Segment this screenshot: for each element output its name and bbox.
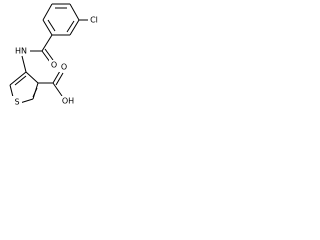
acid-oxygen-label: O: [61, 63, 67, 72]
ring-double-bond: [14, 75, 27, 86]
ring-double-bond: [47, 19, 56, 32]
chemical-structure-diagram: Cl O HN S O OH: [9, 3, 100, 107]
sulfur-label: S: [14, 98, 19, 107]
acid-carbonyl-bond: [55, 72, 64, 86]
ring-double-bond: [66, 20, 75, 33]
hydroxyl-label: OH: [62, 97, 74, 106]
ring-bond: [19, 98, 34, 104]
ring-bond: [9, 84, 14, 98]
ring-bond: [25, 71, 39, 84]
ring-bond: [69, 3, 80, 21]
nh-label: HN: [15, 47, 27, 56]
acid-oxygen-label-bg: [59, 62, 69, 72]
amide-oxygen-label-bg: [49, 60, 59, 70]
ring-to-carbonyl-bond: [41, 34, 53, 52]
sulfur-label-bg: [12, 96, 22, 107]
thiophene-ring: [9, 71, 39, 104]
ring-bond: [42, 3, 53, 21]
ring-bond: [69, 19, 80, 36]
amide-carbonyl-bond: [44, 48, 54, 61]
amide-oxygen-label: O: [51, 61, 57, 70]
ring-bond: [42, 19, 53, 36]
ring-bond: [9, 71, 27, 86]
acid-carbonyl-bond: [52, 70, 61, 84]
chlorine-label-bg: [88, 15, 100, 25]
nh-label-bg: [12, 46, 29, 56]
acid-hydroxyl-bond: [52, 82, 63, 97]
chlorine-label: Cl: [90, 16, 98, 25]
chlorophenyl-ring: [42, 3, 80, 36]
hydroxyl-label-bg: [60, 96, 76, 106]
ring-double-bond: [32, 87, 38, 98]
nh-to-thiophene-bond: [21, 55, 27, 73]
amide-carbonyl-bond: [41, 50, 51, 63]
